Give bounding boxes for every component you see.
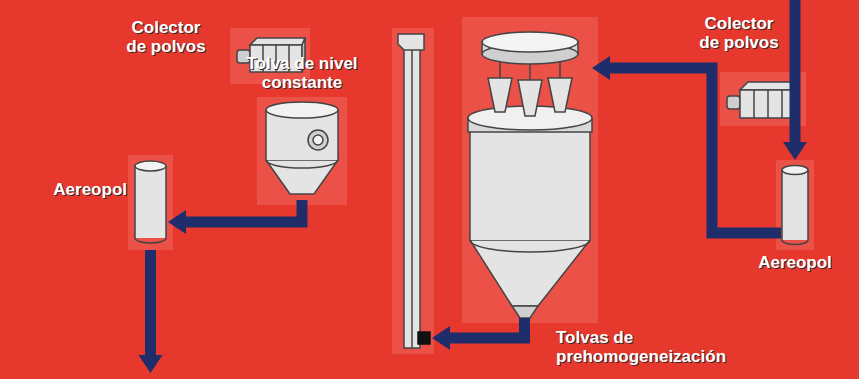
flow-arrow [186,200,302,222]
equipment-label: Tolvas de prehomogeneización [556,328,746,366]
aereopol [135,161,166,243]
equipment-label: Colector de polvos [122,18,210,56]
equipment-node: Aereopol [133,160,168,245]
dust-collector [727,82,799,118]
bucket-elevator [398,34,430,348]
aereopol [782,166,808,245]
equipment-node: Aereopol [781,165,809,245]
equipment-node: Tolvas de prehomogeneización [468,22,592,318]
equipment-label: Tolva de nivel constante [232,54,372,92]
hopper [266,102,338,194]
equipment-label: Aereopol [755,253,835,272]
equipment-label: Colector de polvos [695,14,783,52]
equipment-node: Tolva de nivel constante [262,102,342,200]
equipment-node: Colector de polvos [725,78,800,120]
icon-panels [128,17,814,354]
equipment-label: Aereopol [45,180,127,199]
flow-arrow [610,68,781,233]
silo [468,32,592,318]
flow-arrows [139,0,808,373]
